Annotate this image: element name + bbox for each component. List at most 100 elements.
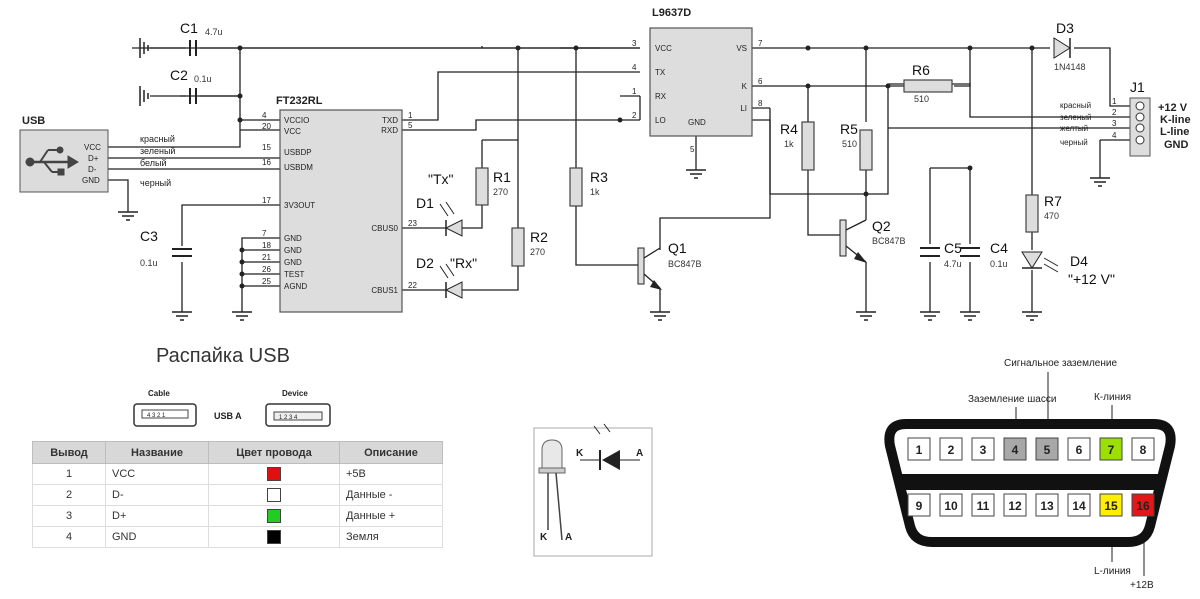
c5-ref: C5 — [944, 240, 962, 256]
obd-pin-number: 1 — [916, 443, 923, 457]
c1-ref: C1 — [180, 20, 198, 36]
l9637-gnd-label: GND — [688, 118, 706, 127]
d2-note: "Rx" — [450, 255, 477, 271]
l9637-pin-number: 3 — [632, 39, 637, 48]
obd-pin-number: 16 — [1136, 499, 1150, 513]
d4-ref: D4 — [1070, 253, 1088, 269]
transistor-q2: Q2 BC847B — [839, 218, 906, 263]
d3-ref: D3 — [1056, 20, 1074, 36]
ground-symbols — [118, 38, 1110, 321]
r4-value: 1k — [784, 139, 794, 149]
c4-value: 0.1u — [990, 259, 1008, 269]
c3-value: 0.1u — [140, 258, 158, 268]
led-pinout-picture: K A K A — [533, 423, 653, 557]
obd-signal-ground-label: Сигнальное заземление — [1004, 358, 1117, 369]
row-name: VCC — [105, 463, 209, 485]
obd-pin-14 — [1067, 493, 1091, 517]
obd-pin-number: 6 — [1076, 443, 1083, 457]
q1-ref: Q1 — [668, 240, 687, 256]
led-d2: D2 "Rx" — [416, 255, 477, 299]
l9637-pin-number: 4 — [632, 63, 637, 72]
col-name: Название — [105, 441, 209, 464]
row-description: Данные + — [339, 505, 443, 527]
ft232-pin-number: 21 — [262, 253, 271, 262]
l9637-pin-name: TX — [655, 68, 666, 77]
r3-value: 1k — [590, 187, 600, 197]
capacitor-c3: C3 0.1u — [140, 228, 192, 268]
capacitor-c5: C5 4.7u — [920, 240, 962, 269]
ft232-pin-name: AGND — [284, 282, 307, 291]
resistor-r5: R5 510 — [840, 121, 873, 171]
col-wire-color: Цвет провода — [208, 441, 340, 464]
ft232-pin-name: CBUS0 — [371, 224, 398, 233]
obd-pin-number: 4 — [1012, 443, 1019, 457]
table-row: 1 VCC +5В — [32, 463, 443, 485]
col-description: Описание — [339, 441, 443, 464]
q2-ref: Q2 — [872, 218, 891, 234]
led-leg-a-label: A — [565, 532, 572, 543]
d2-ref: D2 — [416, 255, 434, 271]
obd-pin-number: 8 — [1140, 443, 1147, 457]
table-row: 2 D- Данные - — [32, 484, 443, 506]
ft232-pin-name: TEST — [284, 270, 305, 279]
obd-pin-11 — [971, 493, 995, 517]
obd-pin-number: 13 — [1040, 499, 1054, 513]
j1-pin-2: 2 — [1112, 108, 1117, 117]
obd-plus12-label: +12В — [1130, 580, 1154, 591]
c2-value: 0.1u — [194, 74, 212, 84]
c1-value: 4.7u — [205, 27, 223, 37]
ft232-pin-name: VCC — [284, 127, 301, 136]
row-description: Земля — [339, 526, 443, 548]
ft232-pin-name: USBDM — [284, 163, 313, 172]
usb-label: USB — [22, 115, 45, 127]
l9637-pin-name: LI — [740, 104, 747, 113]
led-leg-k-label: K — [540, 532, 548, 543]
obd-pin-8 — [1131, 437, 1155, 461]
usb-a-pictures: Cable Device 4 3 2 1 1 2 3 4 USB A — [133, 389, 331, 427]
usb-pinout-title: Распайка USB — [156, 345, 290, 367]
r4-ref: R4 — [780, 121, 798, 137]
j1-wire-3: желтый — [1060, 124, 1088, 133]
obd-pin-12 — [1003, 493, 1027, 517]
usb-pin-dm: D- — [88, 165, 97, 174]
row-description: Данные - — [339, 484, 443, 506]
table-row: 4 GND Земля — [32, 526, 443, 548]
ft232-pin-name: CBUS1 — [371, 286, 398, 295]
wire-color-swatch — [267, 488, 281, 502]
obd-pin-number: 2 — [948, 443, 955, 457]
obd-pin-number: 11 — [977, 499, 990, 513]
r1-ref: R1 — [493, 169, 511, 185]
ft232-pin-name: RXD — [381, 126, 398, 135]
led-d4: D4 "+12 V" — [1021, 251, 1115, 287]
ft232-pin-number: 23 — [408, 219, 417, 228]
obd-pin-number: 12 — [1008, 499, 1022, 513]
wires — [108, 46, 1130, 312]
r6-ref: R6 — [912, 62, 930, 78]
j1-pin-3: 3 — [1112, 119, 1117, 128]
obd-pin-number: 3 — [980, 443, 987, 457]
obd-chassis-ground-label: Заземление шасси — [968, 394, 1056, 405]
l9637-name: L9637D — [652, 7, 691, 19]
ft232-pin-name: GND — [284, 258, 302, 267]
l9637-pin-5: 5 — [690, 145, 695, 154]
obd-pin-10 — [939, 493, 963, 517]
l9637-pin-number: 7 — [758, 39, 763, 48]
ft232-pin-number: 18 — [262, 241, 271, 250]
ic-ft232rl: FT232RL 4VCCIO20VCC15USBDP16USBDM173V3OU… — [262, 95, 417, 313]
row-name: D- — [105, 484, 209, 506]
cable-label: Cable — [148, 389, 170, 398]
ft232-pin-number: 4 — [262, 111, 267, 120]
ft232-pin-name: GND — [284, 234, 302, 243]
obd-pin-13 — [1035, 493, 1059, 517]
usb-pin-dp: D+ — [88, 154, 99, 163]
ft232-pin-number: 17 — [262, 196, 271, 205]
obd-pin-number: 10 — [944, 499, 958, 513]
l9637-pin-name: VS — [736, 44, 747, 53]
r5-value: 510 — [842, 139, 857, 149]
ft232-pin-name: VCCIO — [284, 116, 309, 125]
capacitor-c2: C2 0.1u — [170, 67, 212, 104]
obd-pin-number: 9 — [916, 499, 923, 513]
connector-j1: J1 1 2 3 4 красный зеленый желтый черный… — [1060, 79, 1191, 157]
r7-ref: R7 — [1044, 193, 1062, 209]
